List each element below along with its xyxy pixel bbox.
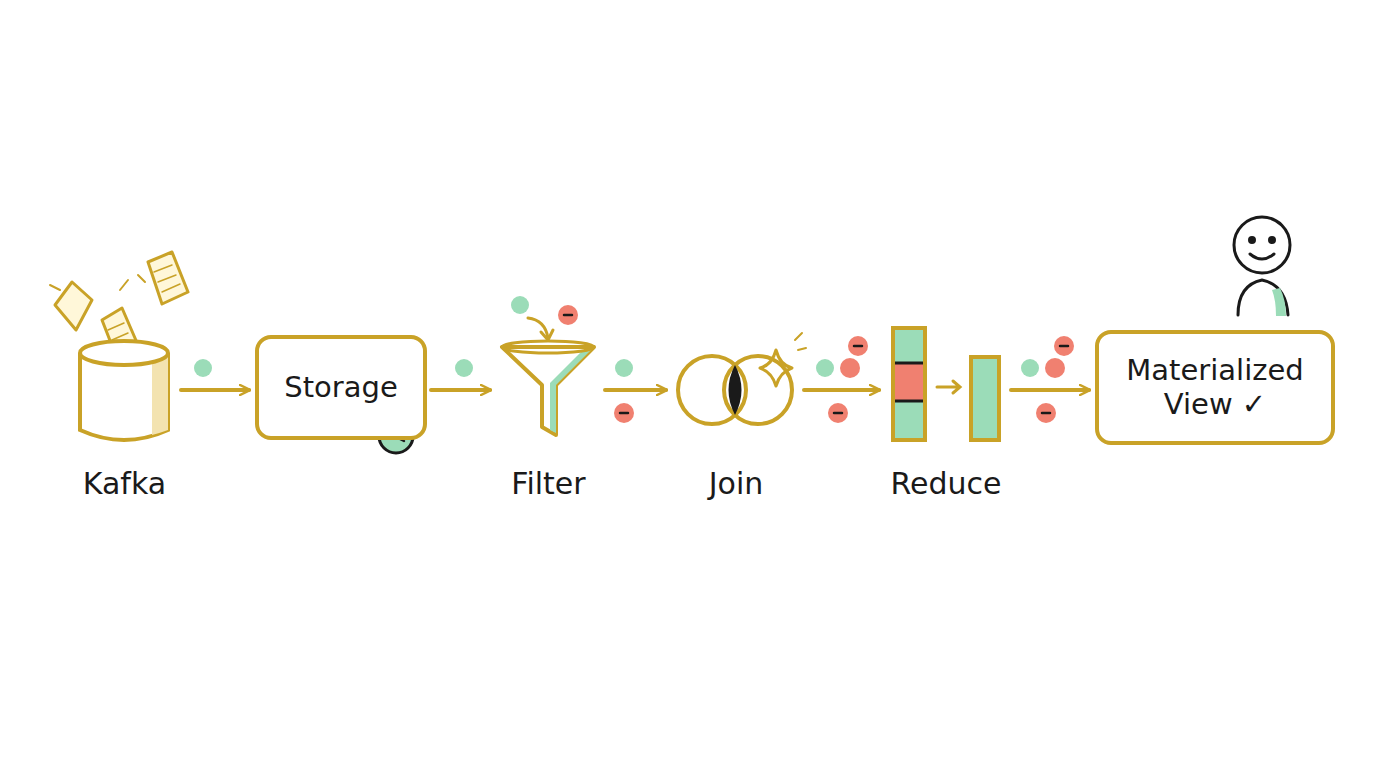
shape-label: Reduce (891, 467, 1002, 502)
box-label: Storage (284, 371, 397, 404)
inlet-arrowhead (541, 330, 553, 340)
reduce-bars: Reduce (885, 325, 1007, 510)
person-figure (1234, 217, 1290, 315)
source-cylinder-outline (72, 335, 177, 445)
flow-arrow (431, 388, 490, 392)
filter-funnel: Filter (496, 335, 601, 510)
join-circles-outline (672, 335, 800, 445)
source-cylinder: Kafka (72, 335, 177, 510)
process-box: Storage (255, 335, 427, 440)
flow-arrow (804, 388, 879, 392)
flow-arrow (1011, 388, 1089, 392)
output-box: Materialized View ✓ (1095, 330, 1335, 445)
sparkle-rays (795, 333, 806, 350)
shape-label: Join (709, 467, 764, 502)
reduce-bars-outline (885, 325, 1007, 445)
person-shading (1272, 288, 1286, 316)
join-circles: Join (672, 335, 800, 510)
shape-label: Kafka (83, 467, 166, 502)
box-label: Materialized View ✓ (1115, 354, 1315, 421)
shape-label: Filter (511, 467, 585, 502)
flow-arrow (605, 388, 666, 392)
filter-funnel-outline (496, 335, 601, 445)
flow-arrow (181, 388, 249, 392)
